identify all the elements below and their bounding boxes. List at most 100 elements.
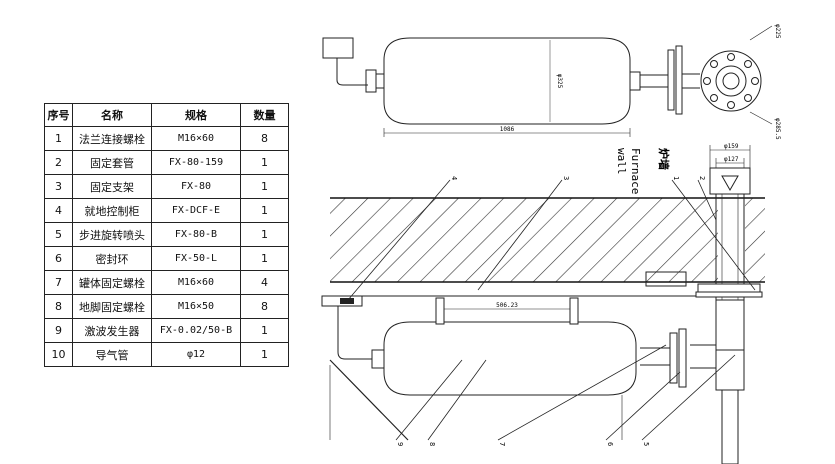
pipe-vertical-upper [715,299,745,351]
valve-front [371,349,385,369]
valve-top [365,69,377,93]
dim-diameter-label: φ325 [556,74,563,89]
bolt-hole [751,77,759,85]
table-row: 3 固定支架 FX-80 1 [44,174,289,199]
tank-bracket-left [435,297,445,325]
dim-pipe-outer-label: φ159 [724,143,739,150]
leader-4 [347,179,451,301]
table-row: 5 步进旋转喷头 FX-80-B 1 [44,222,289,247]
row-spec: FX-50-L [151,246,241,271]
furnace-wall-cn-label: 炉墙 [657,148,671,170]
row-qty: 1 [240,246,289,271]
leader-6 [605,371,681,441]
mount-plate [695,291,763,298]
furnace-wall-hatch [330,198,718,282]
callout-9: 9 [396,442,404,446]
header-no: 序号 [44,103,73,127]
callout-6: 6 [606,442,614,446]
leader-5 [641,354,736,441]
row-spec: φ12 [151,342,241,367]
callout-1: 1 [672,176,680,180]
table-row: 1 法兰连接螺栓 M16×60 8 [44,126,289,151]
flange-top-right [675,45,683,115]
pipe-vertical-mid [715,349,745,391]
bolt-hole [744,60,752,68]
flange-front-right [678,328,687,388]
bolt-hole [744,94,752,102]
front-view [329,145,763,464]
leader-9 [395,359,463,441]
callout-4: 4 [450,176,458,180]
callout-3: 3 [562,176,570,180]
row-qty: 1 [240,342,289,367]
leader-3 [477,179,563,291]
table-header-row: 序号 名称 规格 数量 [44,103,289,127]
flange-top-left [667,49,675,111]
parts-list-table: 序号 名称 规格 数量 1 法兰连接螺栓 M16×60 8 2 固定套管 FX-… [44,103,289,367]
row-qty: 1 [240,174,289,199]
table-row: 9 激波发生器 FX-0.02/50-B 1 [44,318,289,343]
row-no: 4 [44,198,73,223]
air-pipe-top [336,58,368,86]
row-name: 导气管 [72,342,152,367]
pipe-vertical-lower [721,389,739,464]
table-row: 4 就地控制柜 FX-DCF-E 1 [44,198,289,223]
tank-body-front [383,321,637,396]
control-box-top [322,37,354,59]
table-row: 10 导气管 φ12 1 [44,342,289,367]
row-qty: 1 [240,318,289,343]
leader-1 [671,179,756,291]
header-name: 名称 [72,103,152,127]
furnace-wall-hatch-right [745,198,765,282]
bolt-hole [727,53,735,61]
nozzle-top [375,73,385,89]
leader-lines [347,179,756,441]
dim-leader-flange-b [749,111,773,125]
tank-body-top [383,37,631,125]
table-row: 6 密封环 FX-50-L 1 [44,246,289,271]
row-qty: 1 [240,222,289,247]
callout-2: 2 [698,176,706,180]
top-view [322,25,773,137]
row-spec: M16×60 [151,126,241,151]
bolt-hole [703,77,711,85]
flange-end-view-bore [722,72,740,90]
dim-leader-flange-a [749,25,773,41]
furnace-wall-en-label-1: Furnace [629,148,642,194]
leader-7 [497,344,667,441]
row-spec: FX-80-B [151,222,241,247]
leader-8 [427,359,487,441]
row-name: 罐体固定螺栓 [72,270,152,295]
callout-8: 8 [428,442,436,446]
header-qty: 数量 [240,103,289,127]
air-pipe-front [337,306,372,360]
row-spec: FX-80 [151,174,241,199]
bolt-hole [727,101,735,109]
dim-pipe-inner-label: φ127 [724,156,739,163]
dim-length-label: 1086 [500,126,515,133]
callout-5: 5 [642,442,650,446]
tank-bracket-right [569,297,579,325]
dim-flange-a-label: φ225 [774,24,781,39]
callout-7: 7 [498,442,506,446]
dim-flange-b-label: φ285.5 [774,118,781,140]
tank-outlet-top [629,71,641,91]
flange-front-left [669,332,678,384]
flange-end-view-inner [715,65,747,97]
row-qty: 4 [240,270,289,295]
row-name: 就地控制柜 [72,198,152,223]
row-name: 固定支架 [72,174,152,199]
support-bracket [645,271,687,287]
furnace-wall-en-label-2: wall [615,148,628,175]
ground-slope-left [329,359,409,441]
table-row: 7 罐体固定螺栓 M16×60 4 [44,270,289,295]
mount-flange [697,283,761,293]
bolt-hole [710,60,718,68]
nozzle-cone [721,175,739,192]
flange-end-view-outer [700,50,762,112]
leader-2 [697,179,717,221]
bolt-hole [710,94,718,102]
control-box-terminal [340,298,354,304]
row-spec: M16×60 [151,270,241,295]
